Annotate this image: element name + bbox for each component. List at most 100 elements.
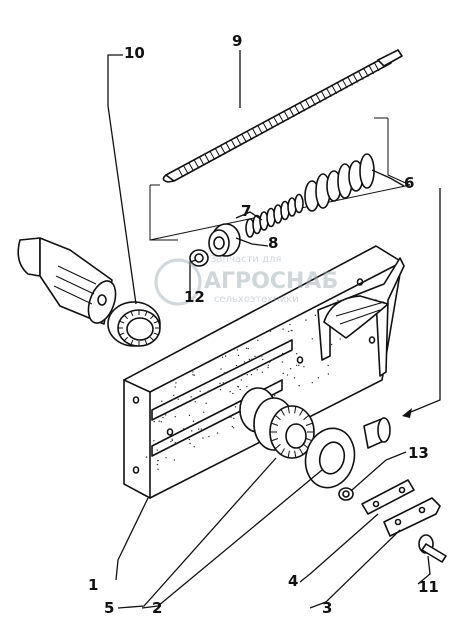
plate-speck bbox=[243, 361, 246, 363]
slot-lower bbox=[151, 379, 283, 457]
rod-thread bbox=[299, 101, 306, 112]
rod-threads bbox=[177, 61, 380, 178]
ring-tooth bbox=[123, 336, 129, 342]
rod-thread bbox=[309, 96, 316, 106]
plate-speck bbox=[173, 394, 175, 397]
plate-speck bbox=[239, 388, 241, 391]
watermark-line2: АГРОСНАБ bbox=[204, 269, 338, 294]
gear-tooth bbox=[287, 450, 290, 458]
gear-tooth bbox=[274, 443, 281, 450]
leader-3 bbox=[309, 529, 401, 609]
plate-hole bbox=[296, 356, 304, 364]
plate-speck bbox=[246, 385, 248, 388]
leader-6 bbox=[371, 169, 405, 187]
gear-tooth bbox=[303, 414, 310, 421]
plate-speck bbox=[295, 364, 298, 367]
plate-speck bbox=[288, 340, 290, 343]
rod-thread bbox=[209, 150, 216, 161]
plate-speck bbox=[230, 416, 232, 418]
plate-speck bbox=[172, 398, 174, 401]
plate-speck bbox=[221, 356, 224, 359]
plate-speck bbox=[267, 366, 269, 369]
rod-thread bbox=[230, 139, 237, 149]
shaft-spline-1 bbox=[57, 265, 97, 285]
plate-speck bbox=[314, 314, 317, 317]
plate-speck bbox=[156, 463, 159, 466]
ring-tooth bbox=[149, 314, 155, 320]
leader-12 bbox=[189, 259, 197, 292]
leader-2 bbox=[141, 469, 323, 609]
slot-upper bbox=[151, 339, 293, 421]
gear-tooth bbox=[271, 422, 279, 426]
gear-tooth bbox=[294, 450, 297, 458]
part-10-gear-ring bbox=[107, 301, 161, 347]
gear-tooth bbox=[274, 414, 281, 421]
shaft-end-hole bbox=[97, 294, 107, 306]
plate-speck bbox=[247, 347, 249, 350]
plate-speck bbox=[250, 374, 253, 376]
plate-speck bbox=[158, 420, 160, 422]
leader-5 bbox=[117, 457, 277, 609]
bolt-shank bbox=[421, 543, 447, 563]
leader-8 bbox=[235, 237, 269, 247]
gear-bore bbox=[285, 423, 307, 449]
plate-speck bbox=[232, 427, 235, 429]
rod-thread bbox=[357, 70, 364, 80]
plate-speck bbox=[194, 401, 196, 403]
label-2: 2 bbox=[152, 599, 162, 617]
plate-speck bbox=[175, 382, 177, 384]
rod-thread bbox=[336, 81, 343, 92]
plate-speck bbox=[281, 380, 284, 382]
rod-thread bbox=[373, 61, 380, 72]
rod-thread bbox=[188, 162, 195, 172]
plate-speck bbox=[145, 456, 148, 458]
plate-speck bbox=[229, 390, 231, 393]
bent-body bbox=[383, 497, 441, 537]
rod-end bbox=[377, 49, 403, 67]
label-10: 10 bbox=[124, 44, 145, 62]
shaft-left-end bbox=[17, 237, 41, 277]
plate-speck bbox=[171, 439, 174, 442]
plate-speck bbox=[251, 358, 253, 360]
part-12-washer bbox=[189, 249, 209, 267]
label-8: 8 bbox=[268, 234, 278, 252]
splined-shaft bbox=[17, 237, 117, 325]
link-body bbox=[361, 479, 415, 515]
plate-speck bbox=[207, 390, 209, 393]
plate-speck bbox=[192, 371, 194, 373]
spring7-coil bbox=[294, 193, 304, 214]
plate-speck bbox=[282, 328, 284, 330]
plate-speck bbox=[205, 402, 207, 404]
plate-speck bbox=[268, 361, 271, 363]
gear-tooth bbox=[280, 448, 285, 455]
plate-speck bbox=[261, 371, 264, 373]
assembly-arrow bbox=[402, 188, 441, 418]
label-3: 3 bbox=[322, 599, 332, 617]
ring-tooth bbox=[130, 311, 134, 317]
callout-labels: 10 9 6 7 8 12 13 1 4 11 5 2 3 bbox=[88, 32, 439, 617]
label-9: 9 bbox=[232, 32, 242, 50]
rod-thread bbox=[246, 130, 253, 140]
rod-thread bbox=[251, 127, 258, 138]
part-6-spring bbox=[304, 153, 375, 212]
ring-tooth bbox=[130, 339, 134, 345]
plate-speck bbox=[223, 372, 226, 374]
ring-tooth bbox=[144, 339, 148, 345]
plate-speck bbox=[161, 400, 163, 402]
nut-hole bbox=[213, 236, 225, 250]
gear-tooth bbox=[287, 406, 290, 414]
plate-speck bbox=[305, 319, 307, 321]
plate-speck bbox=[311, 338, 313, 340]
plate-speck bbox=[235, 364, 238, 367]
ring-tooth bbox=[153, 320, 159, 324]
leader-10 bbox=[107, 54, 137, 305]
link-hole-1 bbox=[372, 500, 380, 508]
plate-hole bbox=[132, 396, 140, 404]
leader-1 bbox=[115, 497, 149, 581]
rod-thread bbox=[315, 93, 322, 103]
plate-speck bbox=[199, 390, 201, 393]
pin-end bbox=[377, 417, 391, 443]
ring-tooth bbox=[119, 332, 125, 336]
plate-speck bbox=[327, 364, 329, 367]
plate-speck bbox=[207, 381, 209, 383]
